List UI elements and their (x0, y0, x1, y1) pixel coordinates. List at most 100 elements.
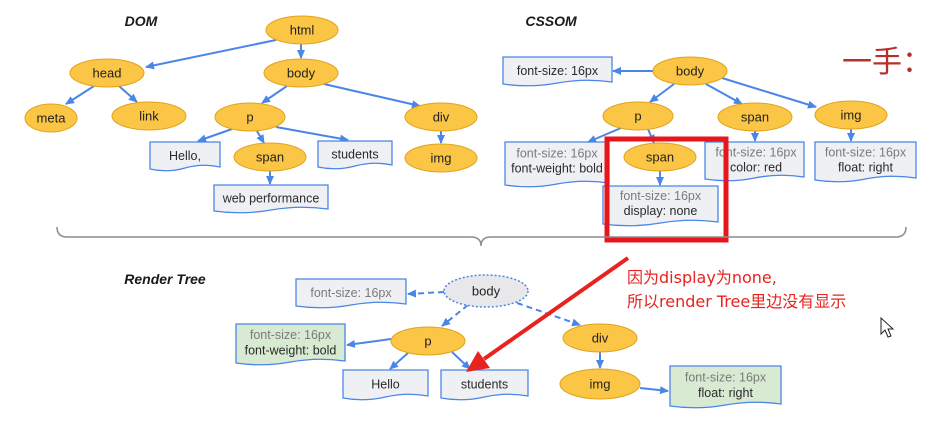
cssom-node-span-shape (717, 102, 793, 132)
render-style-img-line-1: font-size: 16px (685, 371, 767, 385)
dom-node-div: div (404, 102, 478, 132)
dom-node-p: p (214, 102, 286, 132)
render-style-p-line-2: font-weight: bold (245, 344, 337, 358)
cssom-node-span-label: span (741, 110, 769, 125)
cssom-tree: CSSOM body p span img span (502, 13, 917, 243)
dom-node-meta-label: meta (37, 111, 67, 126)
render-style-body-line-1: font-size: 16px (310, 286, 392, 300)
section-brace (56, 226, 907, 247)
dom-text-web-performance-shape (213, 184, 329, 214)
cssom-style-span-shape (704, 141, 805, 182)
render-text-hello: Hello (342, 369, 429, 401)
cssom-node-span: span (717, 102, 793, 132)
cssom-node-p-label: p (634, 109, 641, 124)
cssom-node-p: p (602, 101, 674, 131)
cssom-style-span-line-1: font-size: 16px (715, 146, 797, 160)
cssom-node-img-label: img (841, 108, 862, 123)
dom-node-meta-shape (24, 103, 78, 133)
dom-tree: DOM html head body meta (24, 13, 478, 214)
cssom-node-span-hidden: span (623, 142, 697, 172)
cssom-node-img-shape (814, 100, 888, 130)
dom-node-p-label: p (246, 110, 253, 125)
hidden-span-highlight (604, 136, 729, 243)
render-node-div: div (562, 323, 638, 353)
render-node-img: img (559, 368, 641, 400)
dom-text-students-label: students (331, 148, 378, 162)
dom-node-span: span (233, 142, 307, 172)
corner-handwritten-text: 一手： (842, 45, 932, 80)
render-edge-body-p (441, 304, 469, 327)
render-node-div-shape (562, 323, 638, 353)
cssom-edge-p-style (587, 127, 622, 143)
cssom-style-span-line-2: color: red (730, 161, 782, 175)
dom-edge-body-div (323, 83, 421, 109)
dom-node-head: head (69, 58, 145, 88)
cssom-style-p: font-size: 16px font-weight: bold (504, 141, 610, 188)
render-edge-p-students (451, 351, 471, 370)
render-edge-img-style (639, 386, 669, 395)
render-style-body: font-size: 16px (295, 278, 407, 309)
render-node-p-shape (390, 326, 466, 356)
render-node-body-shape (443, 274, 529, 308)
dom-node-link-shape (111, 101, 187, 131)
render-tree-title: Render Tree (124, 271, 206, 287)
dom-node-div-shape (404, 102, 478, 132)
render-node-p-label: p (424, 334, 431, 349)
cssom-style-span-hidden-line-2: display: none (624, 204, 698, 218)
cssom-style-span-hidden-line-1: font-size: 16px (620, 189, 702, 203)
annotation-note-line-2: 所以render Tree里边没有显示 (627, 292, 846, 311)
dom-node-html: html (265, 15, 339, 45)
render-node-div-label: div (592, 331, 609, 346)
dom-edge-p-span (256, 130, 265, 144)
dom-text-students: students (317, 140, 393, 170)
render-style-body-shape (295, 278, 407, 309)
dom-text-hello-label: Hello, (169, 149, 201, 163)
dom-edge-html-head (145, 39, 277, 70)
dom-text-hello: Hello, (149, 141, 221, 172)
dom-edge-p-hello (197, 128, 233, 143)
render-node-img-label: img (590, 377, 611, 392)
annotation-arrow-line (482, 256, 630, 361)
annotation-group: 因为display为none, 所以render Tree里边没有显示 一手： (466, 45, 932, 372)
dom-node-div-label: div (433, 110, 450, 125)
dom-node-head-shape (69, 58, 145, 88)
render-text-students-shape (440, 369, 529, 401)
render-text-hello-label: Hello (371, 378, 400, 392)
cssom-node-span-hidden-label: span (646, 150, 674, 165)
cssom-style-span-hidden-shape (602, 185, 719, 227)
dom-node-html-shape (265, 15, 339, 45)
cssom-style-p-line-1: font-size: 16px (516, 147, 598, 161)
dom-text-web-performance-label: web performance (222, 192, 320, 206)
cssom-node-body-label: body (676, 64, 705, 79)
dom-node-p-shape (214, 102, 286, 132)
dom-node-img: img (404, 143, 478, 173)
dom-node-meta: meta (24, 103, 78, 133)
render-style-p: font-size: 16px font-weight: bold (235, 323, 346, 366)
cssom-style-img-line-2: float: right (838, 161, 893, 175)
render-edge-p-style (346, 338, 392, 348)
dom-edge-head-meta (65, 85, 95, 105)
cssom-style-span: font-size: 16px color: red (704, 141, 805, 182)
dom-edge-head-link (118, 85, 138, 103)
cssom-style-span-hidden: font-size: 16px display: none (602, 185, 719, 227)
cssom-style-img: font-size: 16px float: right (814, 141, 917, 183)
annotation-note-line-1: 因为display为none, (627, 268, 777, 287)
dom-node-head-label: head (93, 66, 122, 81)
dom-node-body: body (263, 58, 339, 88)
dom-node-span-shape (233, 142, 307, 172)
cssom-edge-body-p (649, 83, 675, 103)
dom-node-link-label: link (139, 109, 159, 124)
cssom-style-p-shape (504, 141, 610, 188)
cssom-style-p-line-2: font-weight: bold (511, 162, 603, 176)
dom-title: DOM (125, 13, 158, 29)
cssom-style-body: font-size: 16px (502, 56, 613, 87)
render-edge-body-style (407, 289, 445, 298)
dom-text-students-shape (317, 140, 393, 170)
render-node-p: p (390, 326, 466, 356)
render-tree: Render Tree body p div img font- (124, 271, 782, 409)
render-style-img-line-2: float: right (698, 386, 753, 400)
dom-node-img-label: img (431, 151, 452, 166)
cssom-style-body-shape (502, 56, 613, 87)
dom-node-body-shape (263, 58, 339, 88)
dom-text-web-performance: web performance (213, 184, 329, 214)
